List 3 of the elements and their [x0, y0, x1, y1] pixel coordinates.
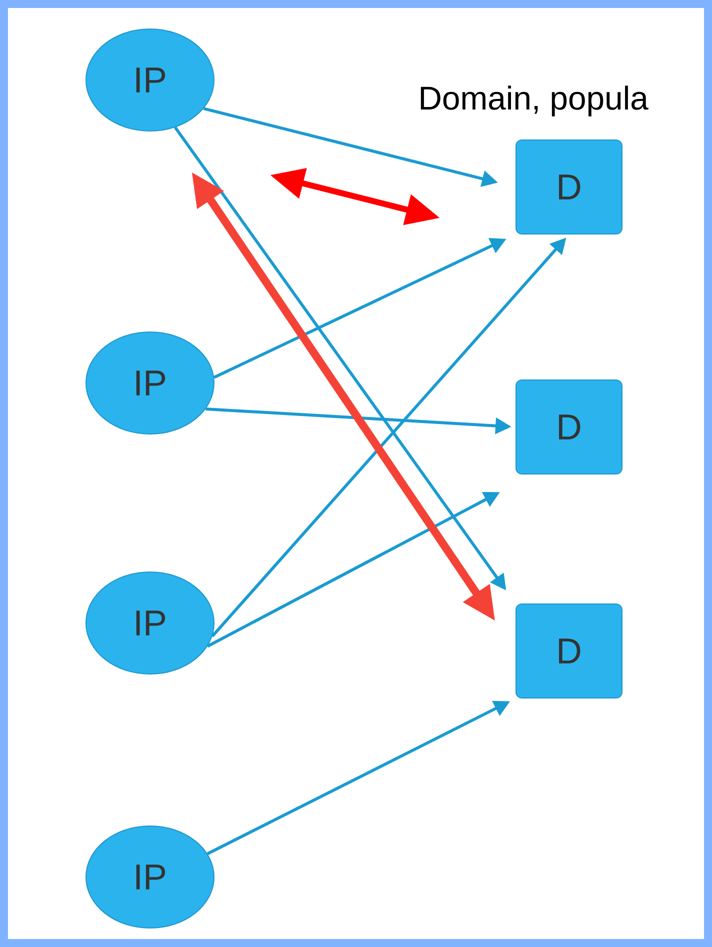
domain-box: D	[516, 380, 622, 474]
domain-box: D	[516, 140, 622, 234]
domain-box: D	[516, 604, 622, 698]
